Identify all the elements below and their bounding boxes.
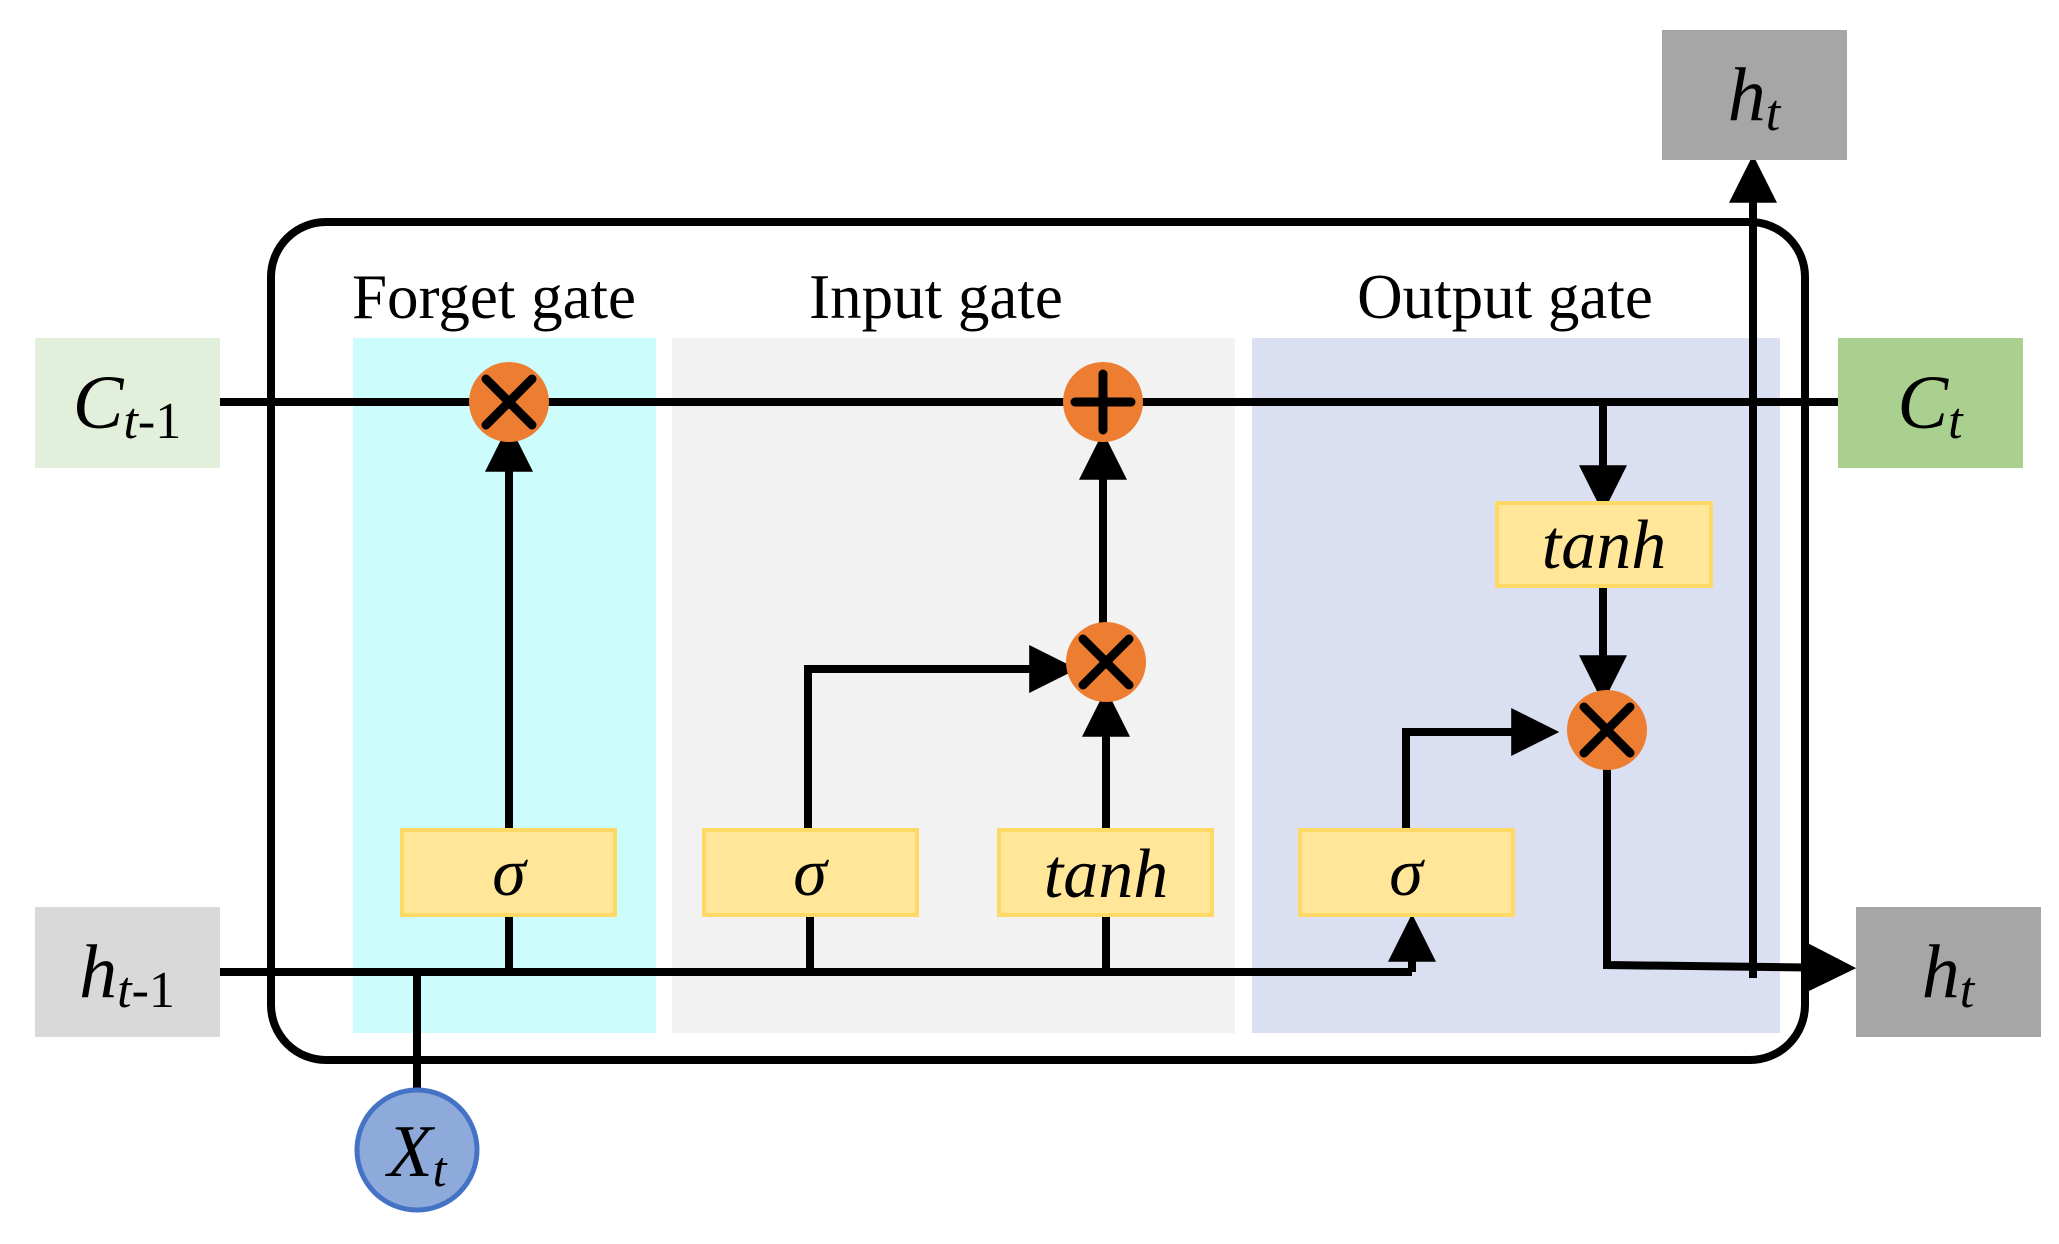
svg-text:ht: ht xyxy=(1728,53,1782,142)
svg-text:σ: σ xyxy=(492,834,528,910)
svg-text:tanh: tanh xyxy=(1044,836,1168,913)
c-next-box: Ct xyxy=(1838,338,2023,468)
forget-gate-region xyxy=(353,338,656,1033)
c-prev-box: Ct-1 xyxy=(35,338,220,468)
svg-text:Ct: Ct xyxy=(1897,361,1964,450)
svg-text:ht-1: ht-1 xyxy=(79,930,175,1019)
output-sigma-box: σ xyxy=(1298,828,1515,917)
multiply-icon xyxy=(1078,634,1134,690)
cell-add-operator xyxy=(1063,362,1143,442)
x-input-node: Xt xyxy=(354,1087,480,1213)
output-gate-region xyxy=(1252,338,1780,1033)
output-gate-title: Output gate xyxy=(1357,262,1653,332)
svg-text:tanh: tanh xyxy=(1542,507,1666,584)
plus-icon xyxy=(1070,369,1136,435)
cell-boundary xyxy=(267,218,1809,1064)
forget-gate-title: Forget gate xyxy=(352,262,636,332)
input-gate-region xyxy=(672,338,1235,1033)
forget-multiply-operator xyxy=(469,362,549,442)
h-out-box: ht xyxy=(1856,907,2041,1037)
svg-text:σ: σ xyxy=(1389,834,1425,910)
input-multiply-operator xyxy=(1066,622,1146,702)
forget-sigma-box: σ xyxy=(400,828,617,917)
input-sigma-output-arrow xyxy=(804,645,1078,830)
svg-text:ht: ht xyxy=(1922,930,1976,1019)
input-tanh-box: tanh xyxy=(997,828,1214,917)
h-prev-box: ht-1 xyxy=(35,907,220,1037)
input-sigma-box: σ xyxy=(702,828,919,917)
output-tanh-box: tanh xyxy=(1495,501,1713,588)
input-gate-title: Input gate xyxy=(809,262,1063,332)
output-product-arrow xyxy=(1603,768,1857,992)
multiply-icon xyxy=(481,374,537,430)
output-multiply-operator xyxy=(1567,690,1647,770)
svg-text:Xt: Xt xyxy=(384,1111,447,1197)
svg-text:σ: σ xyxy=(793,834,829,910)
multiply-icon xyxy=(1579,702,1635,758)
svg-text:Ct-1: Ct-1 xyxy=(73,361,181,450)
output-sigma-output-arrow xyxy=(1402,708,1560,830)
h-top-box: ht xyxy=(1662,30,1847,160)
